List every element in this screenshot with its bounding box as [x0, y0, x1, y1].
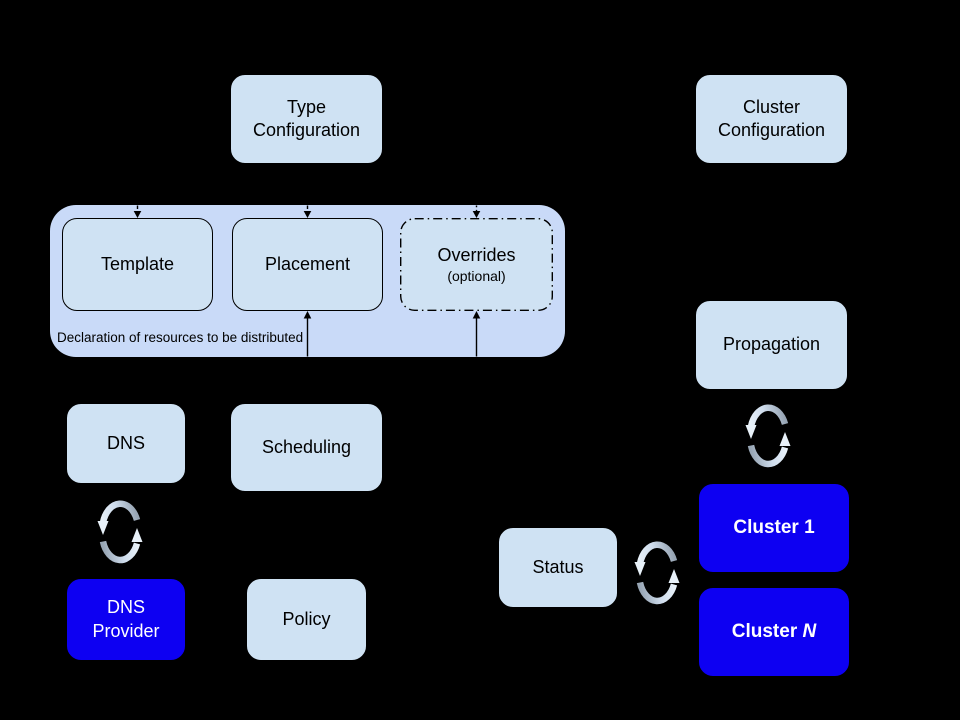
overrides-box: Overrides (optional): [400, 218, 553, 311]
overrides-sublabel: (optional): [447, 267, 506, 284]
status-label: Status: [532, 556, 584, 577]
dns-provider-label: DNS Provider: [92, 597, 160, 641]
sync-icon: [97, 500, 143, 564]
template-box: Template: [62, 218, 213, 311]
placement-label: Placement: [264, 253, 351, 274]
cluster-configuration-box: Cluster Configuration: [695, 74, 848, 164]
scheduling-label: Scheduling: [261, 436, 352, 457]
type-configuration-box: Type Configuration: [230, 74, 383, 164]
cluster-n-label: Cluster N: [731, 620, 817, 642]
propagation-box: Propagation: [695, 300, 848, 390]
placement-box: Placement: [232, 218, 383, 311]
dns-label: DNS: [106, 432, 145, 453]
policy-label: Policy: [282, 608, 331, 629]
scheduling-box: Scheduling: [230, 403, 383, 492]
dns-provider-box: DNS Provider: [66, 578, 186, 661]
cluster-1-box: Cluster 1: [698, 483, 850, 573]
policy-box: Policy: [246, 578, 367, 661]
declaration-caption: Declaration of resources to be distribut…: [57, 330, 304, 345]
cluster-1-label: Cluster 1: [733, 516, 815, 538]
dns-box: DNS: [66, 403, 186, 484]
cluster-configuration-label: Cluster Configuration: [717, 96, 826, 140]
template-label: Template: [100, 253, 175, 274]
cluster-n-box: Cluster N: [698, 587, 850, 677]
sync-icon: [745, 404, 791, 468]
status-box: Status: [498, 527, 618, 608]
overrides-label: Overrides: [437, 245, 516, 266]
sync-icon: [634, 541, 680, 605]
propagation-label: Propagation: [722, 334, 821, 355]
type-configuration-label: Type Configuration: [252, 96, 361, 140]
